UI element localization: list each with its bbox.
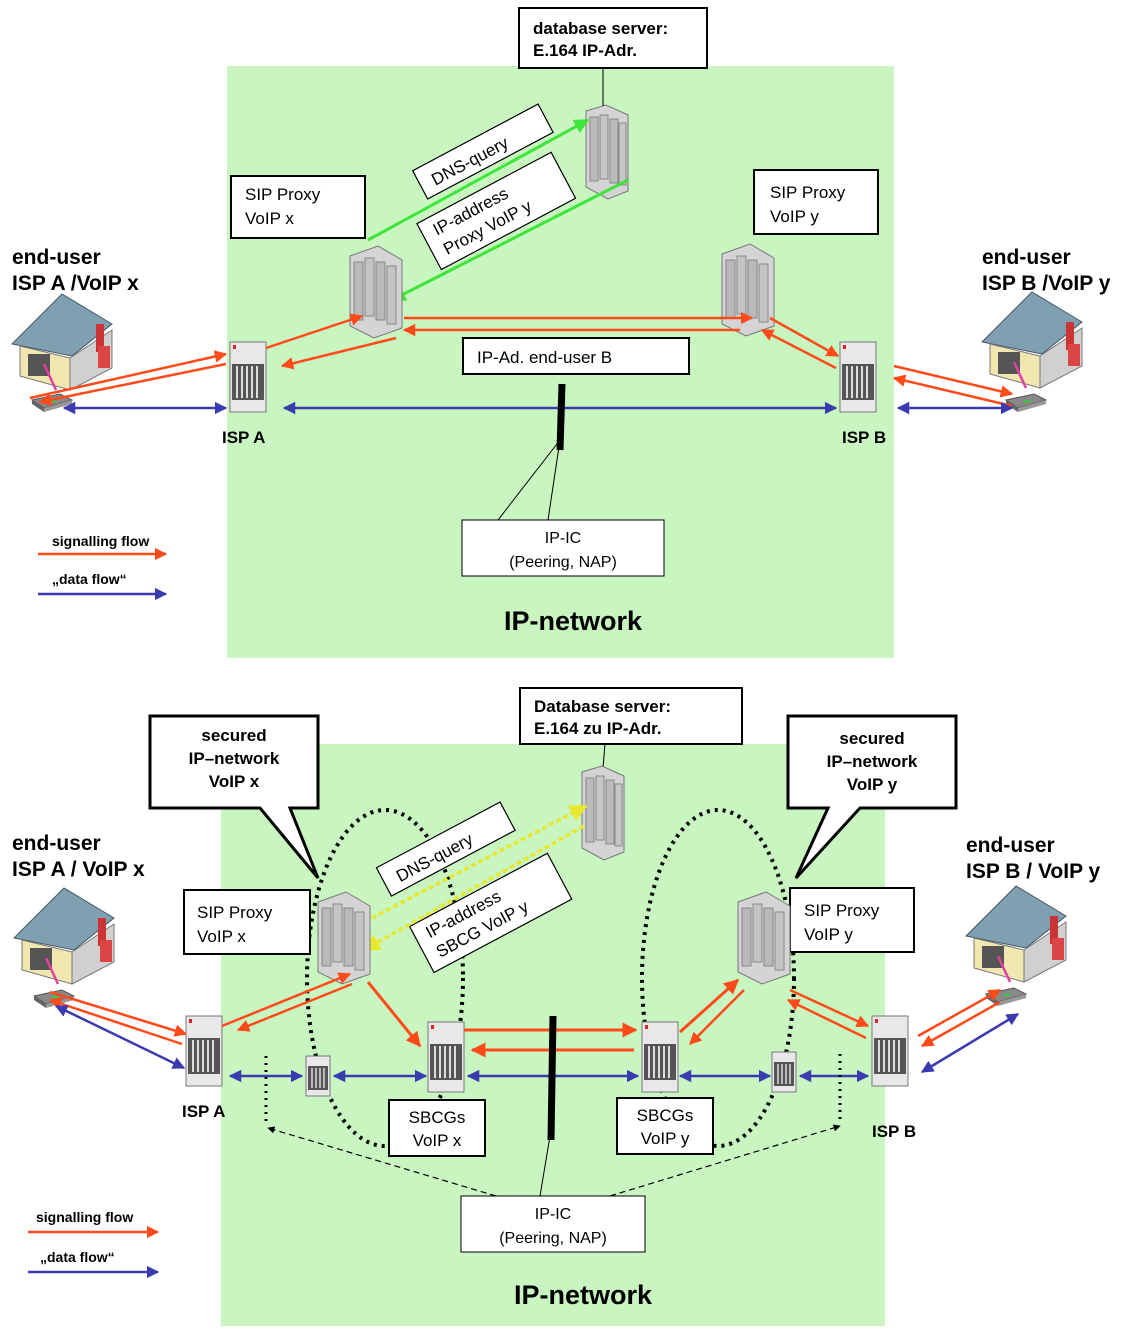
- top-signalling-arrows: [29, 311, 1014, 408]
- bottom-sbcg-y-label-2: VoIP y: [641, 1129, 690, 1148]
- top-end-user-a-label-1: end-user: [12, 246, 101, 269]
- top-isp-b-server-icon: [839, 341, 877, 413]
- bottom-sip-proxy-y-server-icon: [737, 891, 791, 985]
- top-end-user-b-label-1: end-user: [982, 246, 1071, 269]
- bottom-db-server-label-1: Database server:: [534, 697, 671, 716]
- bottom-end-user-a-label-2: ISP A / VoIP x: [12, 858, 145, 881]
- bottom-db-server-label-box: [519, 687, 743, 745]
- top-ip-ic-label-1: IP-IC: [545, 530, 581, 547]
- bottom-legend-data-label: „data flow“: [40, 1249, 115, 1265]
- bottom-secured-y-label-3: VoIP y: [847, 775, 898, 794]
- top-isp-b-label: ISP B: [842, 428, 886, 447]
- bottom-sip-proxy-x-server-icon: [317, 891, 371, 985]
- top-sip-proxy-x-label-2: VoIP x: [245, 209, 294, 228]
- top-end-user-b-house-icon: [980, 290, 1084, 390]
- bottom-end-user-b-label-2: ISP B / VoIP y: [966, 860, 1101, 883]
- top-ip-network-label: IP-network: [504, 606, 643, 636]
- bottom-sip-proxy-x-label-1: SIP Proxy: [197, 903, 273, 922]
- top-end-user-a-label-2: ISP A /VoIP x: [12, 272, 139, 295]
- bottom-dns-query-arrow: [371, 804, 588, 920]
- bottom-secured-network-x-outline: [305, 808, 465, 1148]
- top-sip-proxy-x-label-1: SIP Proxy: [245, 185, 321, 204]
- bottom-secured-network-y-outline: [640, 808, 796, 1148]
- bottom-sip-proxy-y-label-1: SIP Proxy: [804, 901, 880, 920]
- bottom-sbcg-x-box: [388, 1099, 486, 1157]
- top-isp-a-server-icon: [229, 341, 267, 413]
- top-legend-data-label: „data flow“: [52, 571, 127, 587]
- top-sip-proxy-y-box: [753, 169, 879, 235]
- bottom-secured-y-label-1: secured: [839, 729, 904, 748]
- bottom-gateway-y-icon: [771, 1051, 797, 1093]
- top-ip-ic-label-2: (Peering, NAP): [509, 554, 617, 571]
- bottom-sip-proxy-y-label-2: VoIP y: [804, 925, 853, 944]
- bottom-dns-response-arrow: [362, 824, 585, 952]
- top-sip-proxy-y-server-icon: [721, 243, 775, 337]
- top-dns-query-box: [411, 103, 554, 200]
- bottom-secured-x-label-2: IP–network: [189, 749, 280, 768]
- bottom-isp-a-server-icon: [185, 1015, 223, 1087]
- top-db-server-label-2: E.164 IP-Adr.: [533, 41, 637, 60]
- bottom-legend-signalling-label: signalling flow: [36, 1209, 133, 1225]
- bottom-secured-x-callout: secured IP–network VoIP x: [148, 714, 320, 879]
- bottom-gateway-x-icon: [305, 1055, 331, 1097]
- top-ip-ic-box: [461, 519, 665, 577]
- bottom-dns-query-box: [375, 801, 516, 897]
- bottom-sbcg-y-server-icon: [641, 1021, 679, 1093]
- bottom-ip-ic-label-1: IP-IC: [535, 1206, 571, 1223]
- bottom-sip-proxy-y-box: [789, 887, 915, 953]
- bottom-sbcg-x-label-2: VoIP x: [413, 1131, 462, 1150]
- bottom-end-user-a-house-icon: [12, 886, 116, 986]
- bottom-isp-a-label: ISP A: [182, 1102, 225, 1121]
- bottom-secured-x-label-3: VoIP x: [209, 772, 260, 791]
- bottom-end-user-b-modem-icon: [985, 987, 1027, 1007]
- bottom-isp-b-server-icon: [871, 1015, 909, 1087]
- bottom-sbcg-y-box: [616, 1097, 714, 1155]
- top-sip-proxy-y-label-1: SIP Proxy: [770, 183, 846, 202]
- bottom-ip-network-label: IP-network: [514, 1280, 653, 1310]
- top-end-user-a-house-icon: [10, 292, 114, 392]
- bottom-ip-ic-label-2: (Peering, NAP): [499, 1230, 607, 1247]
- top-dns-query-arrow: [367, 118, 590, 242]
- bottom-sbcg-y-label-1: SBCGs: [637, 1106, 694, 1125]
- bottom-database-server: [581, 765, 625, 861]
- top-ip-ad-end-user-b-box: [462, 337, 690, 375]
- bottom-ip-address-box: [408, 852, 573, 974]
- bottom-sip-proxy-x-label-2: VoIP x: [197, 927, 246, 946]
- bottom-end-user-b-house-icon: [964, 884, 1068, 984]
- bottom-ip-ic-bar: [547, 1015, 557, 1141]
- top-end-user-b-label-2: ISP B /VoIP y: [982, 272, 1111, 295]
- top-db-server-label-1: database server:: [533, 19, 668, 38]
- top-dns-response-arrow: [390, 178, 629, 302]
- bottom-db-server-label-2: E.164 zu IP-Adr.: [534, 719, 662, 738]
- bottom-ip-ic-pointer-right: [609, 1124, 841, 1197]
- top-isp-a-label: ISP A: [222, 428, 265, 447]
- bottom-ip-ic-box: [460, 1195, 646, 1253]
- bottom-secured-y-label-2: IP–network: [827, 752, 918, 771]
- bottom-sbcg-x-server-icon: [427, 1021, 465, 1093]
- bottom-end-user-b-label-1: end-user: [966, 834, 1055, 857]
- top-sip-proxy-x-server-icon: [349, 245, 403, 339]
- bottom-secured-y-callout: secured IP–network VoIP y: [786, 714, 958, 880]
- bottom-sip-proxy-x-box: [183, 889, 311, 955]
- bottom-secured-x-label-1: secured: [201, 726, 266, 745]
- bottom-sbcg-x-label-1: SBCGs: [409, 1108, 466, 1127]
- top-database-server: [585, 104, 629, 200]
- top-sip-proxy-y-label-2: VoIP y: [770, 207, 819, 226]
- top-ip-address-box: [416, 151, 577, 271]
- bottom-end-user-a-label-1: end-user: [12, 832, 101, 855]
- bottom-isp-b-label: ISP B: [872, 1122, 916, 1141]
- top-end-user-b-modem-icon: [1005, 393, 1047, 413]
- top-legend-signalling-label: signalling flow: [52, 533, 149, 549]
- top-ip-ic-bar: [556, 383, 566, 451]
- bottom-data-arrows: [54, 1004, 1020, 1083]
- top-sip-proxy-x-box: [230, 175, 366, 239]
- top-db-server-label-box: [518, 7, 708, 69]
- top-ip-ad-end-user-b-label: IP-Ad. end-user B: [477, 348, 612, 367]
